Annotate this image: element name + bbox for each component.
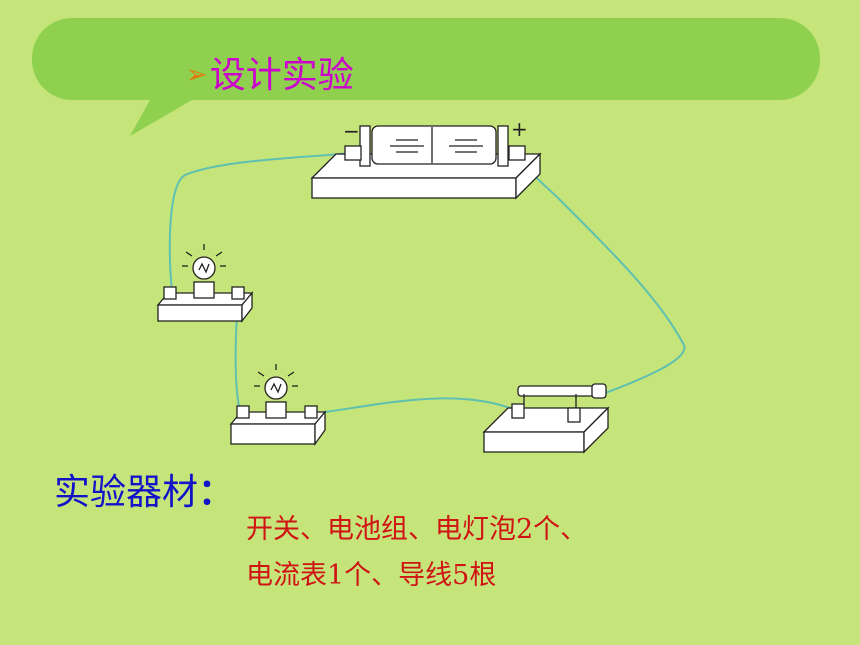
materials-list: 开关、电池组、电灯泡2个、 电流表1个、导线5根 [246,507,587,599]
bulb-1 [156,244,254,323]
bulb1-base-front [157,304,243,322]
wire-switch-to-battery [517,152,686,396]
materials-label-text: 实验器材 [54,472,199,513]
wire-bulb2-to-switch [317,397,521,414]
slide-heading: ➢设计实验 [186,58,354,94]
battery-base-front [311,177,517,199]
heading-text: 设计实验 [209,55,354,96]
knife-switch [482,383,610,454]
battery-clip-right [497,125,509,167]
materials-label: 实验器材： [54,463,234,515]
battery-minus-sign: − [343,119,360,143]
battery-terminal-left [344,145,362,161]
switch-lever [517,385,595,397]
bullet-arrow-icon: ➢ [186,60,208,90]
battery-terminal-right [508,145,526,161]
switch-base-front [483,431,585,453]
bulb2-base-front [230,423,316,445]
battery-plus-sign: + [511,117,528,141]
materials-line-2: 电流表1个、导线5根 [246,560,497,591]
battery-base-side [515,152,541,200]
battery-pack [310,125,542,200]
battery-body [371,125,497,165]
wire-battery-to-bulb1 [168,152,353,293]
bulb-2 [229,364,327,447]
materials-line-1: 开关、电池组、电灯泡2个、 [246,514,588,545]
wires [168,152,686,414]
speech-bubble [32,18,820,136]
materials-label-colon: ： [198,471,235,513]
